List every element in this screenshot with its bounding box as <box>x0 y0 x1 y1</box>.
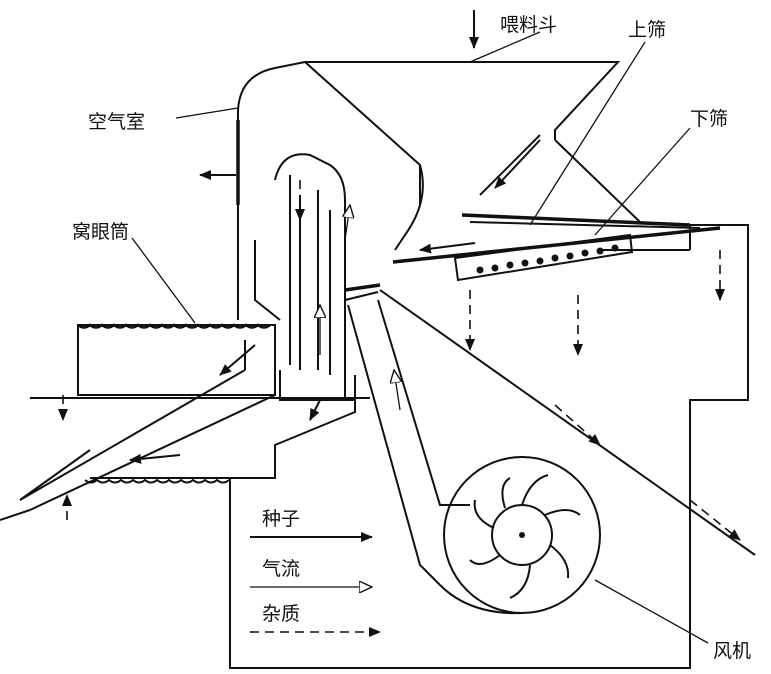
upper-screen-label: 上筛 <box>628 19 666 41</box>
legend: 种子 气流 杂质 <box>250 508 381 637</box>
legend-impurity-label: 杂质 <box>262 603 300 625</box>
flow-arrows <box>58 139 741 541</box>
fan-duct <box>344 249 756 586</box>
feed-hopper-label: 喂料斗 <box>500 14 557 36</box>
lower-screen <box>392 226 721 282</box>
machine-housing <box>90 61 749 669</box>
label-leaders <box>131 31 709 644</box>
indented-cylinder-label: 窝眼筒 <box>72 221 129 243</box>
legend-seed-label: 种子 <box>262 508 300 530</box>
air-chamber-label: 空气室 <box>88 111 145 133</box>
indented-cylinder <box>0 323 370 521</box>
feed-hopper <box>304 10 641 251</box>
legend-airflow-label: 气流 <box>262 558 300 580</box>
fan <box>439 456 601 615</box>
fan-label: 风机 <box>713 640 751 662</box>
upper-screen <box>461 213 701 229</box>
lower-screen-label: 下筛 <box>690 108 728 130</box>
